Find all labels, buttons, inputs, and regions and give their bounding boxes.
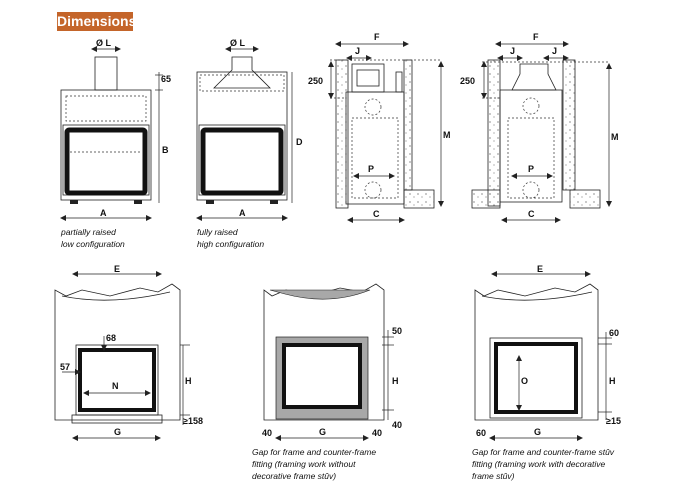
label-b: B	[162, 145, 169, 155]
label-g-3: G	[534, 427, 541, 437]
caption-2-line-1: fully raised	[197, 227, 238, 237]
label-40-right-vert: 40	[392, 420, 402, 430]
label-65: 65	[161, 74, 171, 84]
label-250: 250	[308, 76, 323, 86]
label-68: 68	[106, 333, 116, 343]
figure-wall-opening-3: E O 60 H ≥15 G 60 Gap for frame and coun…	[472, 264, 621, 481]
label-j-left: J	[510, 46, 515, 56]
label-d: D	[296, 137, 303, 147]
caption-1-line-1: partially raised	[60, 227, 116, 237]
label-f: F	[374, 32, 380, 42]
label-h-3: H	[609, 376, 616, 386]
label-ge15: ≥15	[606, 416, 621, 426]
label-j: J	[355, 46, 360, 56]
label-ge158: ≥158	[183, 416, 203, 426]
caption-3-line-2: fitting (framing work without	[252, 459, 356, 469]
label-g-2: G	[319, 427, 326, 437]
label-m: M	[443, 130, 451, 140]
label-m-2: M	[611, 132, 619, 142]
label-40-left: 40	[262, 428, 272, 438]
label-h-2: H	[392, 376, 399, 386]
label-a: A	[100, 208, 107, 218]
label-o: O	[521, 376, 528, 386]
caption-4-line-3: frame stûv)	[472, 471, 515, 481]
label-60-left: 60	[476, 428, 486, 438]
label-phi-l: Ø L	[96, 38, 112, 48]
label-c: C	[373, 209, 380, 219]
caption-3-line-3: decorative frame stûv)	[252, 471, 336, 481]
label-e: E	[114, 264, 120, 274]
figure-side-section-low: F J 250 M P C	[308, 32, 451, 223]
figure-side-section-high: F J J 250 M P C	[460, 32, 619, 223]
figure-wall-opening-1: E 68 57 N H ≥158 G	[54, 264, 203, 441]
figure-wall-opening-2: 50 H 40 G 40 40 Gap for frame and counte…	[252, 283, 402, 481]
label-phi-l-2: Ø L	[230, 38, 246, 48]
section-title: Dimensions	[57, 12, 137, 31]
label-n: N	[112, 381, 119, 391]
figure-partially-raised: Ø L 65 B A partially raised low configur…	[60, 38, 171, 249]
label-j-right: J	[552, 46, 557, 56]
label-h: H	[185, 376, 192, 386]
label-p-2: P	[528, 164, 534, 174]
caption-1-line-2: low configuration	[61, 239, 125, 249]
label-e-2: E	[537, 264, 543, 274]
caption-4-line-2: fitting (framing work with decorative	[472, 459, 605, 469]
label-40-right: 40	[372, 428, 382, 438]
label-60-right: 60	[609, 328, 619, 338]
caption-3-line-1: Gap for frame and counter-frame	[252, 447, 376, 457]
label-250-2: 250	[460, 76, 475, 86]
caption-2-line-2: high configuration	[197, 239, 264, 249]
figure-fully-raised: Ø L D A fully raised high configuration	[196, 38, 303, 249]
label-f-2: F	[533, 32, 539, 42]
label-a-2: A	[239, 208, 246, 218]
label-57: 57	[60, 362, 70, 372]
label-50: 50	[392, 326, 402, 336]
label-p: P	[368, 164, 374, 174]
label-c-2: C	[528, 209, 535, 219]
caption-4-line-1: Gap for frame and counter-frame stûv	[472, 447, 615, 457]
label-g: G	[114, 427, 121, 437]
